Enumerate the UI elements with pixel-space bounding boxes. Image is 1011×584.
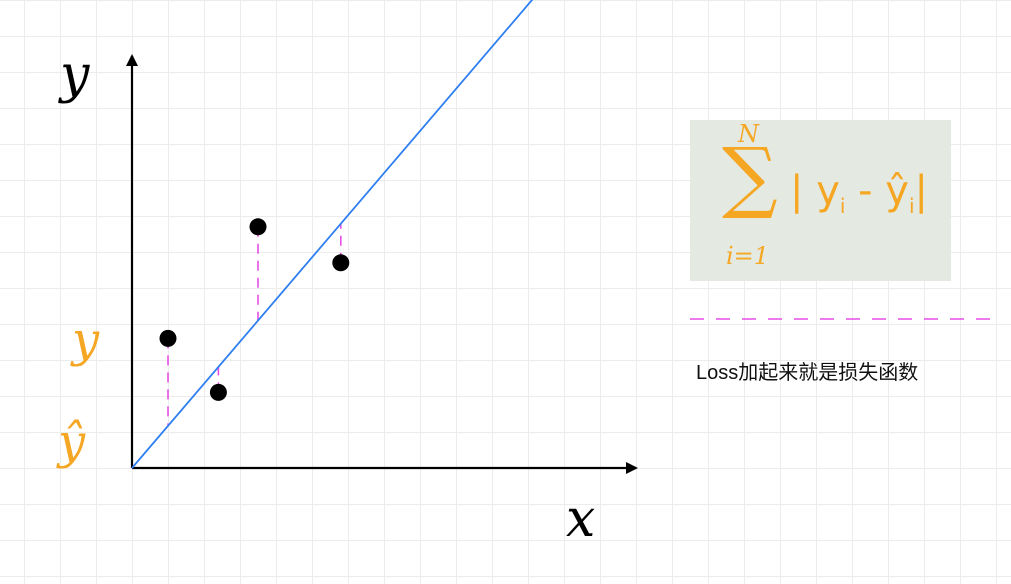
data-point xyxy=(332,254,350,272)
formula-close: | xyxy=(914,168,929,214)
data-point xyxy=(209,383,227,401)
formula-sub-1: i xyxy=(839,194,846,218)
fit-line xyxy=(131,0,534,469)
caption-text: Loss加起来就是损失函数 xyxy=(696,362,919,384)
data-points xyxy=(159,218,350,401)
formula-upper-limit: N xyxy=(738,120,759,148)
formula-lower-limit: i=1 xyxy=(726,242,770,270)
data-point xyxy=(249,218,267,236)
data-point xyxy=(159,329,177,347)
sigma-symbol: ∑ xyxy=(722,132,778,222)
formula-mid: - ŷ xyxy=(845,168,909,214)
actual-y-label: y xyxy=(70,312,100,368)
formula-open: | y xyxy=(790,168,840,214)
x-axis-label: x xyxy=(566,489,595,549)
fit-line-group xyxy=(131,0,534,469)
formula-body: | yi - ŷi| xyxy=(790,168,928,218)
formula-sub-2: i xyxy=(908,194,915,218)
predicted-y-label: ŷ xyxy=(56,414,86,470)
formula-box: N ∑ i=1 | yi - ŷi| xyxy=(690,120,951,281)
y-axis-label: y xyxy=(58,45,90,105)
